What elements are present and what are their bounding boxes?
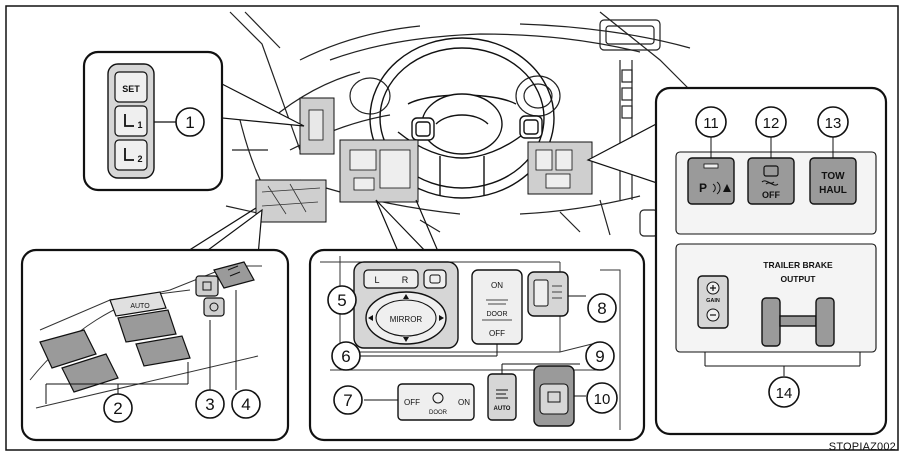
up-arrow-icon	[403, 294, 409, 299]
vsc-skid-icon	[761, 180, 779, 186]
memory-set-label: SET	[122, 84, 140, 94]
auto-headlight-button[interactable]	[487, 373, 517, 421]
sonar-icon	[712, 181, 721, 195]
svg-text:9: 9	[595, 347, 604, 366]
memory-set-button[interactable]	[114, 71, 148, 103]
memory-1-button[interactable]	[114, 105, 148, 137]
interior-light-icon	[486, 299, 508, 305]
callout-8: 8	[587, 293, 617, 323]
svg-text:7: 7	[343, 391, 352, 410]
brightness-icon	[552, 285, 562, 299]
svg-text:13: 13	[825, 115, 842, 132]
mirror-select-switch[interactable]	[363, 269, 419, 289]
door-switch-panel: AUTO	[20, 248, 290, 442]
callout-1: 1	[175, 107, 205, 137]
callout-3: 3	[195, 389, 225, 419]
interior-light-off-label: OFF	[489, 329, 505, 338]
gain-label: GAIN	[706, 298, 720, 304]
mirror-left-label: L	[374, 275, 379, 285]
door-lock-switch[interactable]	[195, 275, 219, 297]
rear-window-icon	[547, 391, 561, 403]
trailer-brake-title-line2: OUTPUT	[781, 274, 817, 284]
svg-text:14: 14	[776, 385, 793, 402]
door-light-icon	[432, 392, 444, 404]
svg-text:2: 2	[113, 399, 122, 418]
dashboard-line-art	[225, 11, 691, 237]
svg-text:3: 3	[205, 395, 214, 414]
window-auto-label: AUTO	[130, 303, 150, 310]
svg-text:4: 4	[241, 395, 250, 414]
vsc-car-icon	[763, 165, 779, 177]
svg-text:12: 12	[763, 115, 780, 132]
headlight-icon	[496, 389, 508, 399]
callout-7: 7	[333, 385, 363, 415]
callout-markers: 1 2 3 4 5 6 7 8 9 10 11 12 13 14	[103, 106, 849, 423]
highlight-zones	[255, 97, 593, 223]
vsc-off-label: OFF	[762, 190, 780, 200]
haul-label: HAUL	[819, 185, 847, 196]
left-arrow-icon	[368, 315, 373, 321]
svg-text:8: 8	[597, 299, 606, 318]
window-auto-switch[interactable]	[109, 291, 167, 317]
callout-13: 13	[817, 106, 849, 138]
window-switch-front-right[interactable]	[117, 309, 177, 343]
figure-frame	[5, 5, 899, 451]
svg-text:1: 1	[185, 113, 194, 132]
seat-icon	[124, 148, 134, 161]
center-switch-panel: L R MIRROR ON DOOR OFF OFF ON DOOR	[308, 248, 646, 442]
callout-6: 6	[331, 341, 361, 371]
door-courtesy-door-label: DOOR	[429, 410, 448, 416]
svg-text:5: 5	[337, 291, 346, 310]
trailer-brake-lever-left[interactable]	[761, 297, 781, 347]
svg-text:6: 6	[341, 347, 350, 366]
headlight-auto-label: AUTO	[494, 406, 511, 412]
callout-11: 11	[695, 106, 727, 138]
window-lock-icon	[209, 302, 219, 312]
trailer-brake-lever-bar[interactable]	[779, 315, 817, 327]
mirror-fold-icon	[429, 274, 441, 284]
lock-icon	[202, 281, 212, 291]
leader-wedges	[179, 83, 661, 257]
sonar-icon	[723, 184, 731, 192]
figure-code: STOPIAZ002	[828, 441, 896, 453]
svg-text:10: 10	[594, 391, 611, 408]
memory-1-label: 1	[137, 120, 142, 130]
trailer-gain-control[interactable]	[697, 275, 729, 329]
callout-9: 9	[585, 341, 615, 371]
down-arrow-icon	[403, 337, 409, 342]
interior-light-on-label: ON	[491, 281, 503, 290]
mirror-fold-button[interactable]	[423, 269, 447, 289]
trailer-brake-title-line1: TRAILER BRAKE	[763, 260, 833, 270]
window-lock-switch[interactable]	[203, 297, 225, 317]
svg-text:11: 11	[703, 115, 719, 132]
parking-assist-label: P	[699, 181, 707, 195]
door-courtesy-off-label: OFF	[404, 398, 420, 407]
trailer-brake-lever-right[interactable]	[815, 297, 835, 347]
callout-4: 4	[231, 389, 261, 419]
indicator-light	[703, 163, 719, 169]
memory-2-button[interactable]	[114, 139, 148, 171]
mirror-right-label: R	[402, 275, 409, 285]
tow-label: TOW	[821, 171, 845, 182]
window-lock-icon	[227, 265, 241, 277]
seat-memory-panel: SET 1 2	[82, 50, 224, 192]
window-lock-button[interactable]	[213, 261, 255, 289]
steering-wheel	[369, 37, 555, 199]
callout-5: 5	[327, 285, 357, 315]
right-arrow-icon	[439, 315, 444, 321]
window-switch-front-left[interactable]	[39, 329, 97, 369]
interior-light-door-label: DOOR	[487, 311, 508, 318]
callout-12: 12	[755, 106, 787, 138]
memory-2-label: 2	[137, 154, 142, 164]
callout-2: 2	[103, 393, 133, 423]
seat-icon	[124, 114, 134, 127]
callout-14: 14	[768, 376, 800, 408]
right-switch-panel: P OFF TOW HAUL TRAILER BRAKE OUTPUT GAIN	[654, 86, 888, 436]
door-courtesy-on-label: ON	[458, 398, 470, 407]
mirror-label: MIRROR	[390, 315, 423, 324]
door-courtesy-switch[interactable]	[397, 383, 475, 421]
callout-10: 10	[586, 382, 618, 414]
window-switch-rear-right[interactable]	[135, 335, 191, 367]
